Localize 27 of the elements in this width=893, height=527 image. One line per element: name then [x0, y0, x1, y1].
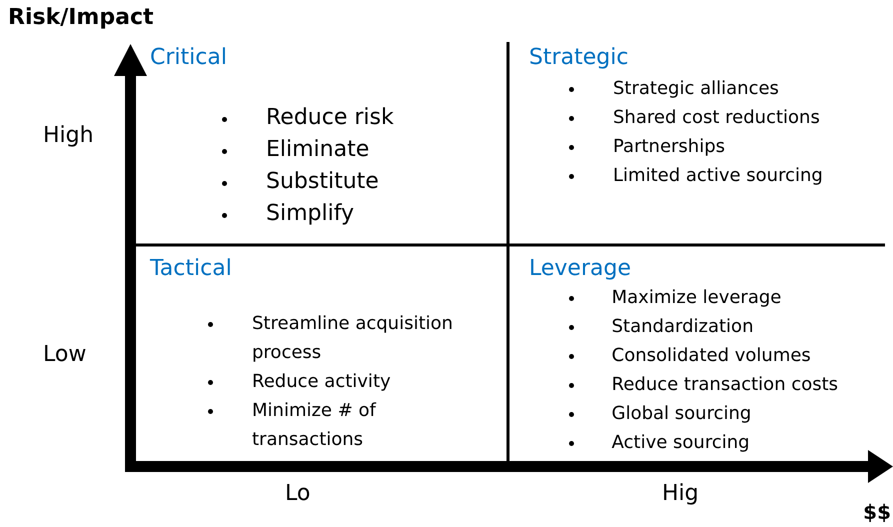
list-item: Reduce transaction costs [612, 373, 840, 397]
list-item: Active sourcing [612, 431, 751, 455]
list-item: Shared cost reductions [613, 106, 821, 130]
quadrant-title: Strategic [529, 45, 628, 70]
axis-label: Low [43, 341, 86, 369]
axis-label: Risk/Impact [8, 4, 154, 32]
list-item: Strategic alliances [613, 77, 780, 101]
list-item: Standardization [612, 315, 754, 339]
list-item: Global sourcing [612, 402, 752, 426]
quadrant-title: Tactical [150, 256, 232, 281]
list-item: Minimize # of transactions [252, 399, 378, 452]
axis-label: High [43, 122, 94, 150]
list-item: Eliminate [266, 136, 370, 164]
axis-label: $$ [863, 499, 891, 526]
list-item: Reduce activity [252, 370, 392, 394]
list-item: Partnerships [613, 135, 726, 159]
list-item: Limited active sourcing [613, 164, 824, 188]
list-item: Maximize leverage [612, 286, 782, 310]
quadrant-title: Critical [150, 45, 227, 70]
list-item: Consolidated volumes [612, 344, 812, 368]
list-item: Simplify [266, 200, 356, 228]
list-item: Streamline acquisition process [252, 312, 454, 365]
list-item: Substitute [266, 168, 380, 196]
axis-label: Hig [662, 480, 699, 508]
axis-label: Lo [285, 480, 310, 508]
quadrant-title: Leverage [529, 256, 631, 281]
list-item: Reduce risk [266, 104, 395, 132]
